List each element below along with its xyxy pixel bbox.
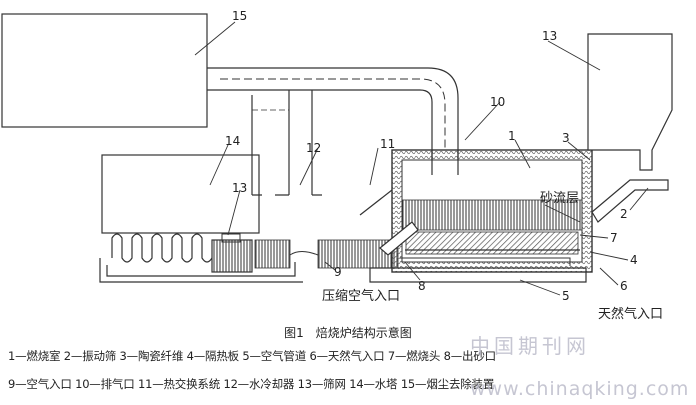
natural-gas-label: 天然气入口 [598,306,663,322]
vibrating-screen [591,179,669,223]
figure-caption: 图1 焙烧炉结构示意图 [284,326,412,340]
dust-removal-box [1,13,208,128]
label-11: 11 [380,137,395,151]
legend-line-2: 9—空气入口 10—排气口 11—热交换系统 12—水冷却器 13—筛网 14—… [8,377,495,391]
label-8: 8 [418,279,426,293]
label-13-top: 13 [542,29,557,43]
exhaust-duct [207,67,459,175]
label-3: 3 [562,131,570,145]
compressed-air-label: 压缩空气入口 [322,288,400,304]
watermark-chinese: 中国期刊网 [470,334,590,358]
label-15: 15 [232,9,247,23]
label-10: 10 [490,95,505,109]
watermark-url: www.chinaqking.com [470,378,690,400]
label-12: 12 [306,141,321,155]
hopper [587,33,673,171]
label-9: 9 [334,265,342,279]
label-1: 1 [508,129,516,143]
label-2: 2 [620,207,628,221]
label-5: 5 [562,289,570,303]
legend-line-1: 1—燃烧室 2—振动筛 3—陶瓷纤维 4—隔热板 5—空气管道 6—天然气入口 … [8,349,496,363]
sand-outlet [379,221,419,256]
combustion-chamber [391,149,593,273]
furnace-diagram: 15 13 10 1 3 14 12 11 13 2 7 4 6 5 8 9 砂… [1,9,673,322]
exhaust-outlet [431,150,459,175]
label-4: 4 [630,253,638,267]
cooler-coil [254,239,291,269]
sand-layer-label: 砂流层 [540,191,579,206]
air-pipe [369,267,587,283]
label-13-left: 13 [232,181,247,195]
screen-mesh [211,239,253,273]
label-14: 14 [225,134,240,148]
heat-exchanger [311,90,322,196]
water-tower [101,154,260,234]
serpentine-coil [111,233,213,263]
label-6: 6 [620,279,628,293]
water-cooler [251,90,290,196]
label-7: 7 [610,231,618,245]
